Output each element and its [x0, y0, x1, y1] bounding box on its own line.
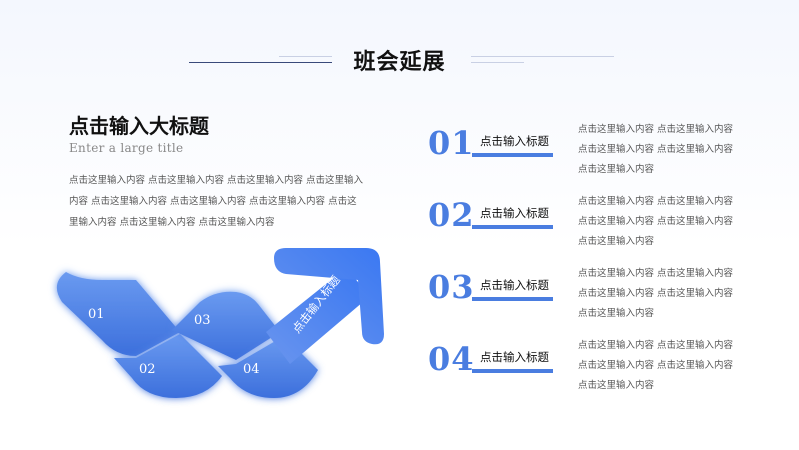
- zigzag-arrow-graphic: 01 02 03 04 点击输入标题: [56, 248, 384, 398]
- item-underline: [472, 297, 553, 301]
- item-underline: [472, 225, 553, 229]
- item-description: 点击这里输入内容 点击这里输入内容 点击这里输入内容 点击这里输入内容 点击这里…: [578, 268, 734, 319]
- item-title: 点击输入标题: [480, 134, 549, 148]
- item-title: 点击输入标题: [480, 278, 549, 292]
- header: 班会延展: [0, 0, 799, 90]
- graphic-label-02: 02: [139, 362, 156, 377]
- item-description: 点击这里输入内容 点击这里输入内容 点击这里输入内容 点击这里输入内容 点击这里…: [578, 340, 734, 391]
- header-line-right-accent: [471, 62, 524, 63]
- header-line-right: [471, 56, 614, 57]
- item-number: 01: [428, 124, 475, 162]
- item-title: 点击输入标题: [480, 206, 549, 220]
- header-line-left-accent: [279, 56, 332, 57]
- graphic-label-04: 04: [243, 362, 260, 377]
- item-number: 03: [428, 268, 475, 306]
- segment-03: [172, 291, 280, 360]
- item-description: 点击这里输入内容 点击这里输入内容 点击这里输入内容 点击这里输入内容 点击这里…: [578, 124, 734, 175]
- segment-01: [56, 272, 180, 356]
- arrow-shaft: [266, 268, 370, 364]
- arrow-head: [274, 248, 384, 345]
- item-underline: [472, 153, 553, 157]
- list-item-01: 01 点击输入标题 点击这里输入内容 点击这里输入内容 点击这里输入内容 点击这…: [428, 124, 768, 196]
- header-line-left: [189, 62, 332, 63]
- item-underline: [472, 369, 553, 373]
- graphic-label-01: 01: [88, 307, 105, 322]
- segment-02: [114, 334, 222, 398]
- left-title: 点击输入大标题: [69, 114, 209, 138]
- left-body-text: 点击这里输入内容 点击这里输入内容 点击这里输入内容 点击这里输入内容 点击这里…: [69, 175, 364, 228]
- list-item-03: 03 点击输入标题 点击这里输入内容 点击这里输入内容 点击这里输入内容 点击这…: [428, 268, 768, 340]
- item-title: 点击输入标题: [480, 350, 549, 364]
- list-item-04: 04 点击输入标题 点击这里输入内容 点击这里输入内容 点击这里输入内容 点击这…: [428, 340, 768, 412]
- item-description: 点击这里输入内容 点击这里输入内容 点击这里输入内容 点击这里输入内容 点击这里…: [578, 196, 734, 247]
- item-number: 04: [428, 340, 475, 378]
- page-title: 班会延展: [353, 49, 446, 75]
- item-number: 02: [428, 196, 475, 234]
- graphic-label-03: 03: [194, 313, 211, 328]
- list-item-02: 02 点击输入标题 点击这里输入内容 点击这里输入内容 点击这里输入内容 点击这…: [428, 196, 768, 268]
- left-subtitle: Enter a large title: [69, 141, 184, 155]
